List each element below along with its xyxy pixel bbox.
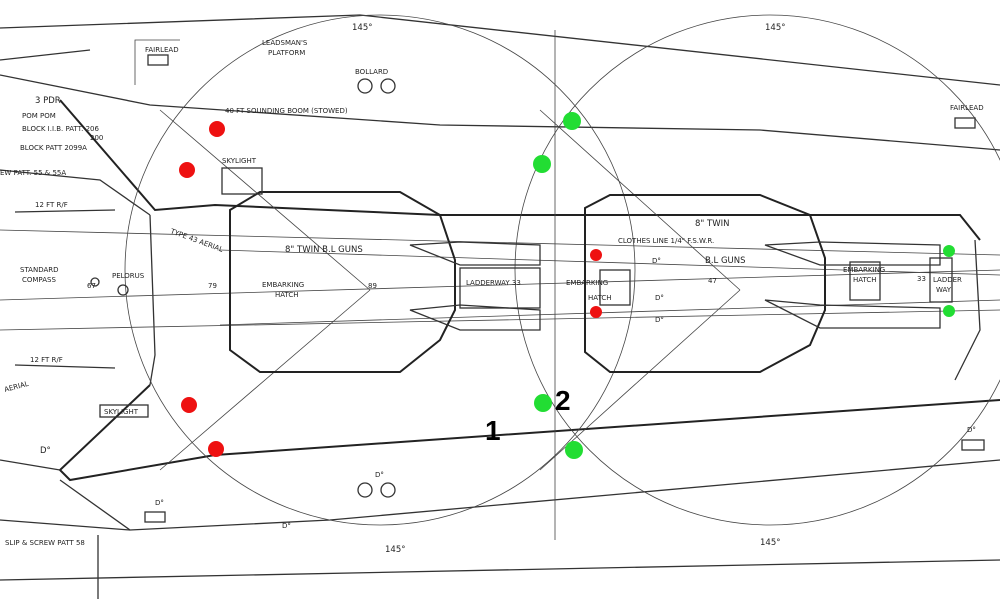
label-num: 47 — [708, 277, 717, 285]
green-marker — [563, 112, 581, 130]
red-marker — [590, 306, 602, 318]
label-block: BLOCK PATT 2099A — [20, 144, 87, 152]
label-num: 79 — [208, 282, 217, 290]
label-num: 33 — [917, 275, 926, 283]
red-marker — [590, 249, 602, 261]
label-skylight: SKYLIGHT — [104, 408, 139, 416]
red-marker — [179, 162, 195, 178]
green-marker — [943, 305, 955, 317]
label-pelorus: PELORUS — [112, 272, 145, 280]
hull-outline — [0, 14, 1000, 599]
label-rf: 12 FT R/F — [35, 201, 68, 209]
label-aerial: AERIAL — [3, 380, 29, 394]
label-standard: STANDARD — [20, 266, 59, 274]
label-sounding-boom: 40 FT SOUNDING BOOM (STOWED) — [225, 107, 348, 115]
label-num: 89 — [368, 282, 377, 290]
red-marker — [208, 441, 224, 457]
label-pom-pom: 3 PDR — [35, 96, 61, 106]
label-screw-patt: EW PATT. 55 & 55A — [0, 169, 66, 177]
green-marker — [533, 155, 551, 173]
label-ditto: D° — [655, 294, 664, 302]
red-marker — [209, 121, 225, 137]
label-embarking: EMBARKING — [566, 279, 608, 287]
label-embarking: EMBARKING — [843, 266, 885, 274]
green-markers — [533, 112, 955, 459]
turret-right — [584, 194, 953, 373]
label-guns-left: 8" TWIN B.L GUNS — [285, 245, 363, 255]
label-num: 67 — [87, 282, 96, 290]
label-guns-right: 8" TWIN — [695, 219, 729, 229]
label-type-43-aerial: TYPE 43 AERIAL — [168, 227, 224, 254]
label-way: WAY — [936, 286, 952, 294]
label-ditto: D° — [282, 522, 291, 530]
labels: 145° 145° 145° 145° FAIRLEAD FAIRLEAD LE… — [0, 23, 984, 555]
label-clothes-line: CLOTHES LINE 1/4" F.S.W.R. — [618, 237, 714, 245]
label-fairlead: FAIRLEAD — [145, 46, 179, 54]
callout-number-1: 1 — [485, 415, 501, 446]
label-ditto: D° — [967, 426, 976, 434]
label-compass: COMPASS — [22, 276, 56, 284]
green-marker — [534, 394, 552, 412]
label-ditto: D° — [375, 471, 384, 479]
label-leadsmans: LEADSMAN'S — [262, 39, 308, 47]
label-slip-screw: SLIP & SCREW PATT 58 — [5, 539, 85, 547]
label-ditto: D° — [652, 257, 661, 265]
green-marker — [943, 245, 955, 257]
label-embarking: EMBARKING — [262, 281, 304, 289]
arc-label: 145° — [760, 538, 780, 548]
label-fairlead: FAIRLEAD — [950, 104, 984, 112]
red-markers — [179, 121, 602, 457]
callout-number-2: 2 — [555, 385, 571, 416]
label-block: BLOCK I.I.B. PATT. 206 — [22, 125, 99, 133]
firing-arcs — [124, 14, 1000, 540]
fittings — [14, 54, 985, 523]
label-bl-guns: B.L GUNS — [705, 256, 746, 266]
label-bollard: BOLLARD — [355, 68, 388, 76]
label-hatch: HATCH — [853, 276, 877, 284]
label-hatch: HATCH — [588, 294, 612, 302]
label-hatch: HATCH — [275, 291, 299, 299]
label-ditto: D° — [40, 446, 51, 456]
arc-label: 145° — [765, 23, 785, 33]
label-platform: PLATFORM — [268, 49, 305, 57]
arc-label: 145° — [352, 23, 372, 33]
arc-label: 145° — [385, 545, 405, 555]
turret-left — [229, 191, 541, 373]
label-ditto: D° — [155, 499, 164, 507]
label-ladderway: LADDERWAY 33 — [466, 279, 521, 287]
red-marker — [181, 397, 197, 413]
label-ladder: LADDER — [933, 276, 962, 284]
green-marker — [565, 441, 583, 459]
label-rf: 12 FT R/F — [30, 356, 63, 364]
label-ditto: D° — [655, 316, 664, 324]
label-pom-pom: POM POM — [22, 112, 56, 120]
label-skylight: SKYLIGHT — [222, 157, 257, 165]
label-block: 200 — [90, 134, 103, 142]
